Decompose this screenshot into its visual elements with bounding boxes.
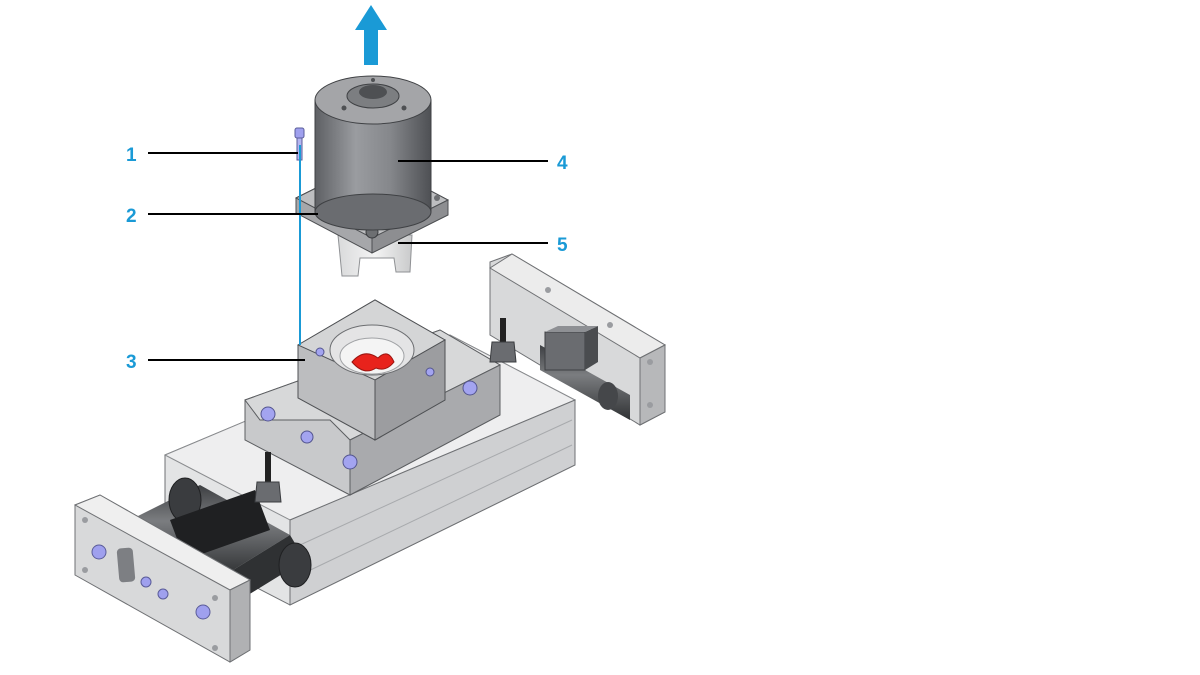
callout-3: 3 (126, 352, 137, 373)
callout-2: 2 (126, 206, 137, 227)
arrow-up-icon (355, 5, 387, 65)
callout-1: 1 (126, 145, 137, 166)
screw-icon (91, 544, 107, 560)
coupling-insert (351, 353, 395, 372)
right-stop-block (544, 331, 586, 371)
callout-4: 4 (557, 153, 568, 174)
callout-5: 5 (557, 235, 568, 256)
callout-leaders (148, 152, 548, 361)
linear-slide-base (73, 253, 667, 663)
sensor-right (489, 318, 517, 363)
rotary-unit (314, 75, 432, 231)
sensor-left (254, 452, 282, 503)
